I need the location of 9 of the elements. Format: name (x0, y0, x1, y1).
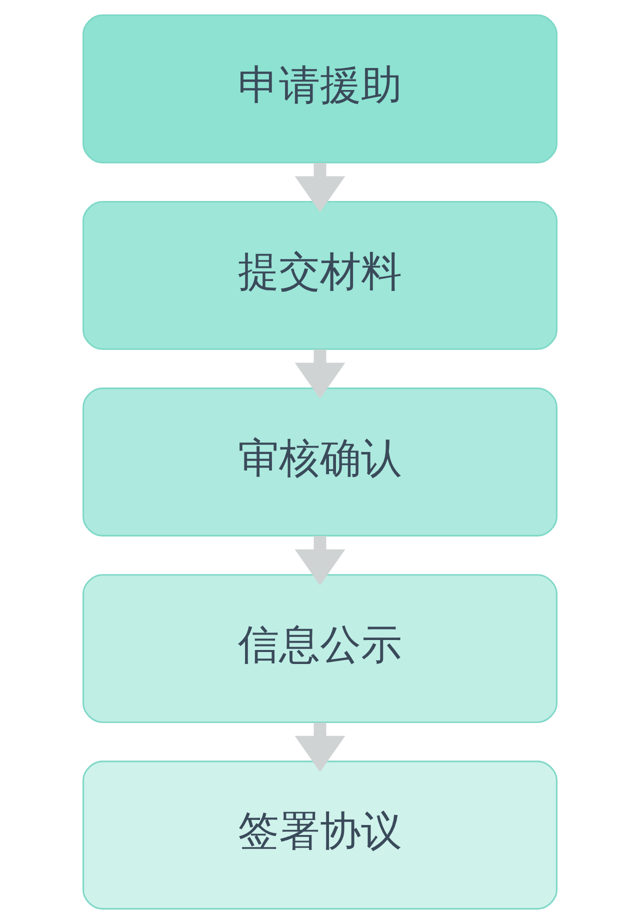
node-box: 信息公示 (82, 574, 558, 724)
arrow (294, 536, 346, 586)
node-box: 签署协议 (82, 760, 558, 910)
arrow (294, 350, 346, 399)
node-box: 审核确认 (82, 388, 558, 536)
arrow (294, 722, 346, 772)
arrow (294, 162, 346, 212)
node-box: 申请援助 (82, 14, 558, 164)
node-box: 提交材料 (82, 200, 558, 350)
